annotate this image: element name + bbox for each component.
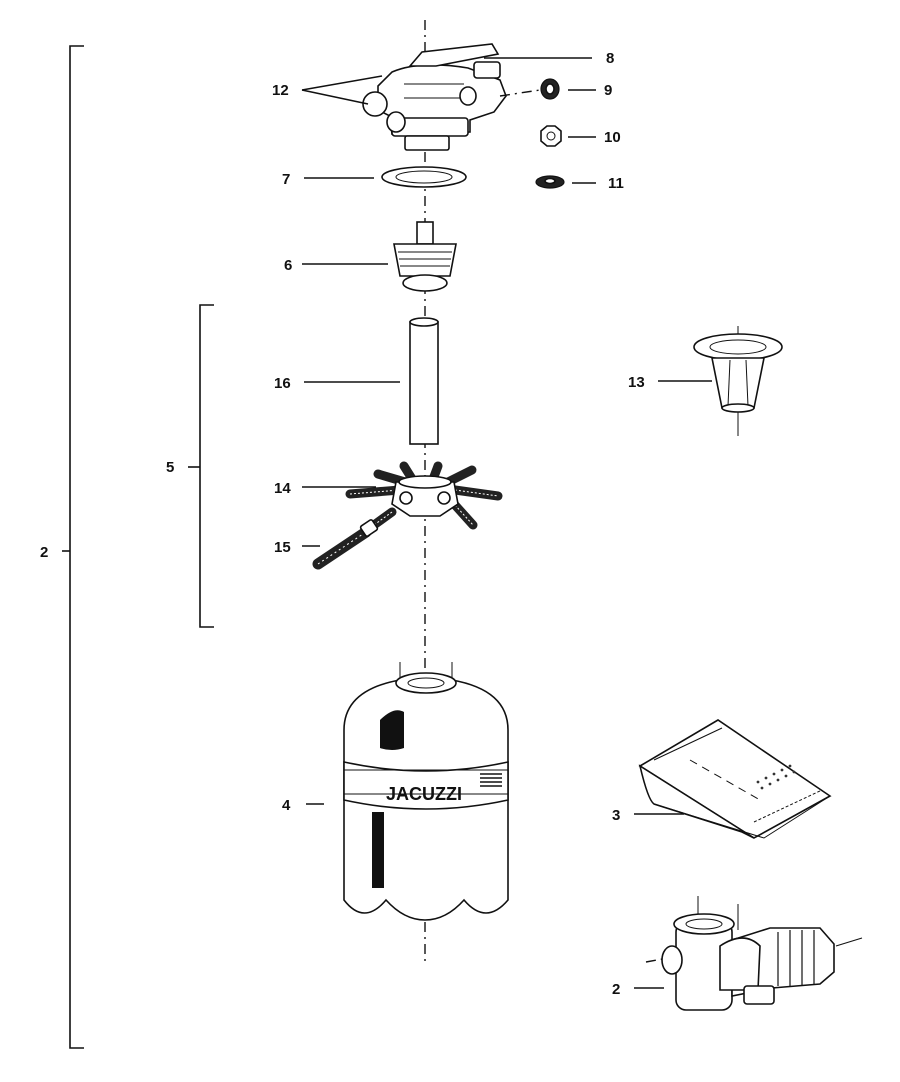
label-6: 6 [284, 257, 292, 274]
filter-tank-illustration: JACUZZI [343, 662, 509, 921]
label-4: 4 [282, 797, 291, 814]
label-8: 8 [606, 50, 614, 67]
label-15: 15 [274, 539, 291, 556]
label-13: 13 [628, 374, 645, 391]
top-diffuser-illustration [393, 221, 457, 292]
sand-bag-illustration [638, 719, 832, 839]
strainer-basket-illustration [693, 326, 783, 436]
gauge-fitting-illustration [540, 78, 560, 100]
washer-illustration [535, 175, 565, 189]
tank-brand-text: JACUZZI [386, 784, 462, 804]
label-14: 14 [274, 480, 291, 497]
center-pipe-illustration [409, 317, 439, 445]
lateral-illustration [312, 519, 379, 570]
pump-illustration [645, 896, 863, 1011]
label-16: 16 [274, 375, 291, 392]
assembly-bracket-2 [62, 45, 84, 1049]
nut-illustration [540, 125, 562, 147]
lateral-hub-illustration [345, 461, 503, 530]
label-9: 9 [604, 82, 612, 99]
label-7: 7 [282, 171, 290, 188]
label-2-pump: 2 [612, 981, 620, 998]
label-12: 12 [272, 82, 289, 99]
label-11: 11 [608, 175, 624, 192]
label-10: 10 [604, 129, 621, 146]
label-2-assembly: 2 [40, 544, 48, 561]
multiport-valve-illustration [362, 43, 507, 151]
assembly-bracket-5 [188, 304, 214, 628]
label-5: 5 [166, 459, 174, 476]
label-3: 3 [612, 807, 620, 824]
gasket-illustration [381, 166, 467, 188]
